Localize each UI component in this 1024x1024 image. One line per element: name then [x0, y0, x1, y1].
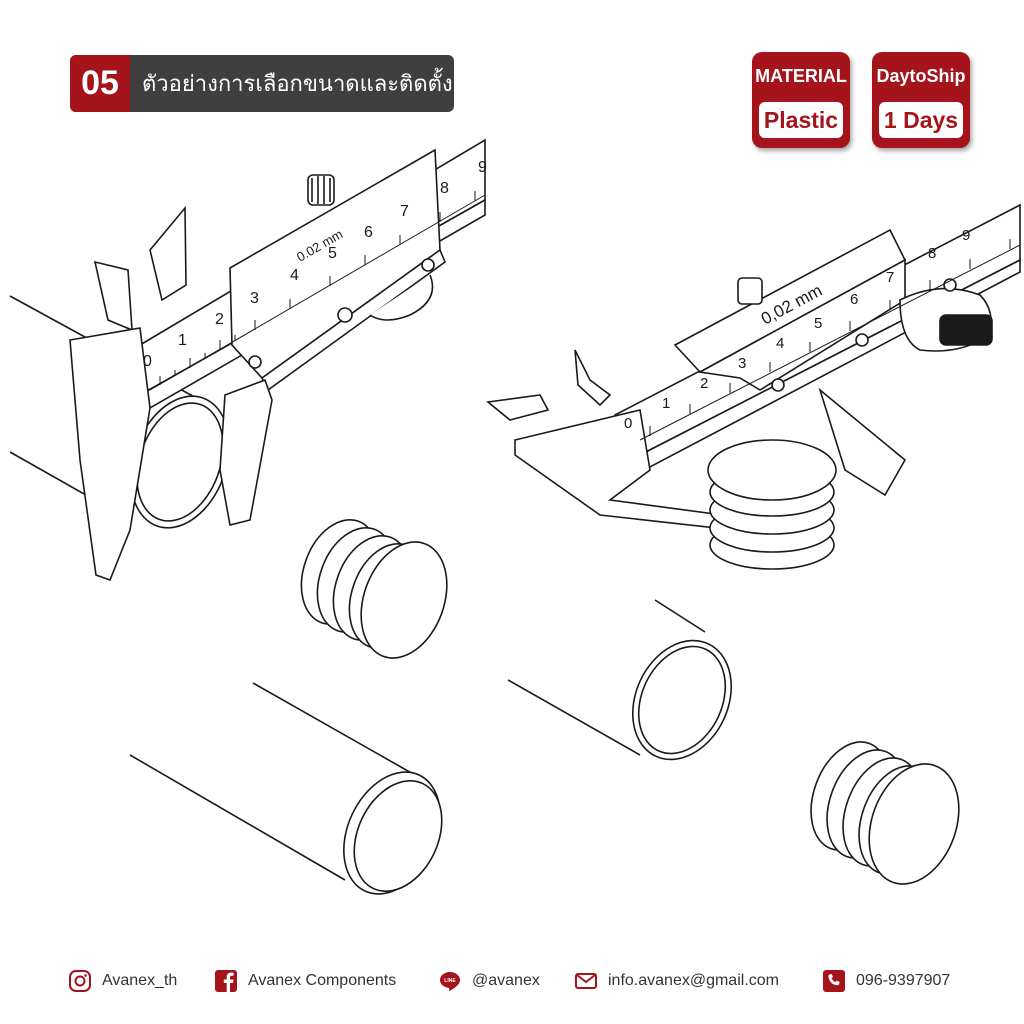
shipping-badge-value: 1 Days — [879, 102, 963, 138]
phone-icon — [823, 970, 845, 992]
material-badge-label: MATERIAL — [755, 66, 847, 86]
left-capped-tube — [129, 682, 443, 895]
svg-text:8: 8 — [928, 245, 936, 262]
svg-text:0: 0 — [624, 415, 632, 432]
phone-number: 096-9397907 — [856, 972, 951, 989]
contact-footer: Avanex_th Avanex Components LINE @avanex… — [0, 960, 1024, 1000]
facebook-contact[interactable]: Avanex Components — [214, 968, 396, 994]
svg-text:9: 9 — [962, 227, 970, 244]
svg-text:9: 9 — [478, 159, 487, 176]
material-badge-value: Plastic — [759, 102, 843, 138]
svg-text:1: 1 — [662, 395, 670, 412]
mail-icon — [575, 973, 597, 989]
svg-text:5: 5 — [328, 245, 337, 262]
right-plug-measured — [707, 439, 837, 570]
step-title: ตัวอย่างการเลือกขนาดและติดตั้ง — [142, 71, 453, 96]
svg-text:7: 7 — [886, 269, 894, 286]
right-caliper-main-scale — [639, 239, 1021, 441]
shipping-badge: DaytoShip 1 Days — [872, 52, 970, 148]
phone-contact[interactable]: 096-9397907 — [822, 968, 950, 994]
shipping-badge-label: DaytoShip — [876, 66, 966, 86]
svg-text:6: 6 — [364, 224, 373, 241]
svg-text:5: 5 — [814, 315, 822, 332]
svg-text:8: 8 — [440, 180, 449, 197]
left-caliper — [69, 138, 486, 582]
instagram-contact[interactable]: Avanex_th — [68, 968, 177, 994]
email-contact[interactable]: info.avanex@gmail.com — [574, 968, 779, 994]
right-ribbed-plug — [810, 741, 960, 885]
left-caliper-main-scale — [149, 191, 486, 391]
material-badge: MATERIAL Plastic — [752, 52, 850, 148]
svg-text:7: 7 — [400, 203, 409, 220]
svg-text:2: 2 — [700, 375, 708, 392]
instagram-icon — [69, 970, 91, 992]
facebook-icon — [215, 970, 237, 992]
instagram-handle: Avanex_th — [102, 972, 178, 989]
left-ribbed-plug — [300, 518, 448, 659]
step-title-bar: 05 ตัวอย่างการเลือกขนาดและติดตั้ง — [70, 55, 454, 112]
line-contact[interactable]: LINE @avanex — [438, 968, 540, 994]
svg-text:1: 1 — [178, 332, 187, 349]
svg-text:4: 4 — [776, 335, 784, 352]
svg-text:2: 2 — [215, 311, 224, 328]
installation-illustration: 0 1 2 3 4 5 6 7 8 9 0.02 mm — [9, 138, 1021, 895]
right-caliper — [486, 203, 1021, 531]
svg-text:3: 3 — [250, 290, 259, 307]
svg-text:0: 0 — [143, 353, 152, 370]
right-open-tube — [507, 599, 733, 761]
step-number: 05 — [70, 55, 130, 112]
line-id: @avanex — [472, 972, 540, 989]
line-app-icon: LINE — [440, 972, 460, 991]
svg-text:6: 6 — [850, 291, 858, 308]
email-address: info.avanex@gmail.com — [608, 972, 779, 989]
svg-text:3: 3 — [738, 355, 746, 372]
svg-text:LINE: LINE — [444, 978, 456, 984]
svg-text:4: 4 — [290, 267, 299, 284]
facebook-page: Avanex Components — [248, 972, 397, 989]
